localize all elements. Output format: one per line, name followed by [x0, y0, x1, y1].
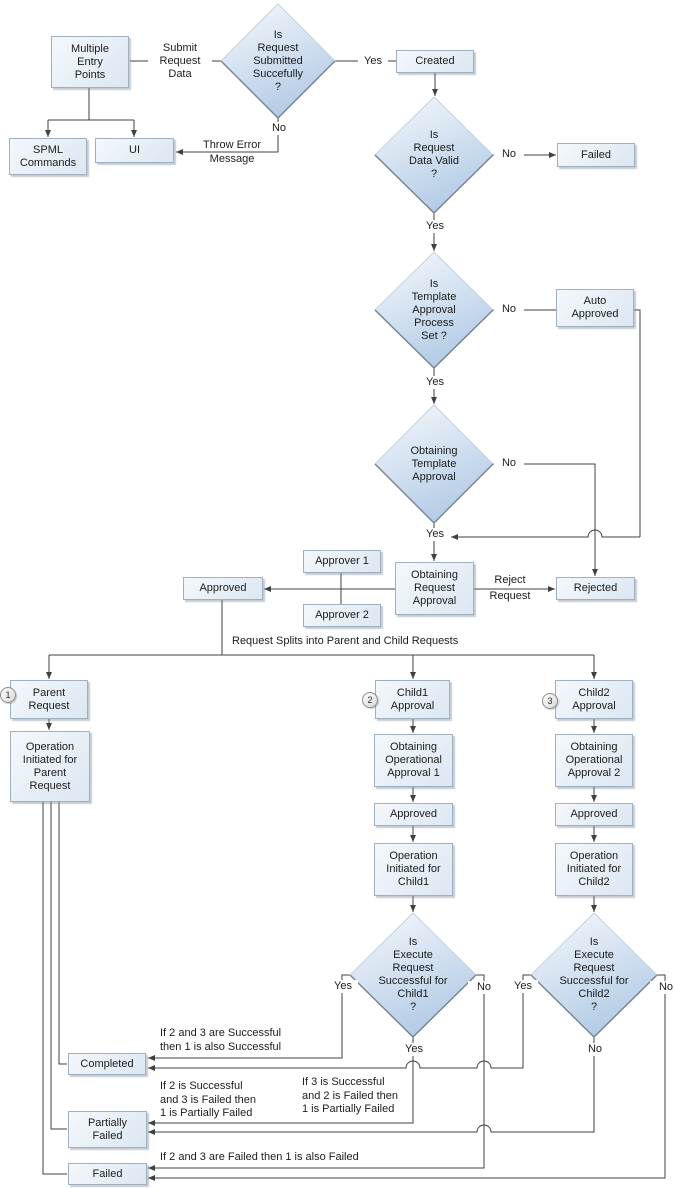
condition-all-success: If 2 and 3 are Successful then 1 is also…	[160, 1027, 284, 1054]
badge-parent: 1	[0, 687, 16, 703]
node-ui: UI	[95, 138, 174, 163]
node-failed-top: Failed	[557, 143, 635, 167]
node-operation-initiated-child1: Operation Initiated for Child1	[374, 843, 453, 896]
label-no-template-approval: No	[494, 457, 524, 470]
decision-execute-child1: Is Execute Request Successful for Child1…	[378, 936, 448, 1013]
node-approved-child2: Approved	[555, 803, 633, 826]
label-yes-child2-left: Yes	[508, 980, 538, 993]
label-yes-template-set: Yes	[420, 376, 450, 389]
condition-c2-success-c3-failed: If 2 is Successful and 3 is Failed then …	[160, 1080, 259, 1121]
label-yes-template-approval: Yes	[420, 528, 450, 541]
node-child2-approval: Child2 Approval	[555, 680, 633, 719]
node-auto-approved: Auto Approved	[556, 289, 634, 327]
node-obtaining-request-approval: Obtaining Request Approval	[395, 562, 474, 615]
label-no-template-set: No	[494, 303, 524, 316]
node-multiple-entry-points: Multiple Entry Points	[51, 36, 129, 88]
node-operation-initiated-child2: Operation Initiated for Child2	[555, 843, 633, 896]
label-yes-child1-bottom: Yes	[399, 1043, 429, 1056]
node-parent-request: Parent Request	[10, 680, 88, 719]
label-request-splits: Request Splits into Parent and Child Req…	[232, 635, 459, 647]
decision-shapes	[220, 3, 658, 1038]
node-completed: Completed	[68, 1053, 146, 1075]
label-yes-submitted: Yes	[358, 55, 388, 68]
label-throw-error-message: Throw Error Message	[202, 139, 262, 165]
label-reject-request: Reject Request	[489, 574, 531, 602]
node-approver-1: Approver 1	[303, 550, 381, 573]
condition-all-failed: If 2 and 3 are Failed then 1 is also Fai…	[160, 1151, 361, 1165]
node-approved: Approved	[183, 577, 263, 600]
label-yes-child1-left: Yes	[328, 980, 358, 993]
label-submit-request-data: Submit Request Data	[148, 42, 212, 81]
label-no-submitted: No	[264, 122, 294, 135]
node-failed-bottom: Failed	[68, 1163, 147, 1185]
decision-template-approval-set: Is Template Approval Process Set ?	[411, 277, 457, 342]
label-yes-data-valid: Yes	[420, 220, 450, 233]
node-approver-2: Approver 2	[303, 604, 381, 627]
label-no-child2-bottom: No	[580, 1043, 610, 1056]
label-no-data-valid: No	[494, 148, 524, 161]
node-child1-approval: Child1 Approval	[375, 680, 450, 719]
label-no-child2-right: No	[650, 981, 675, 994]
decision-obtaining-template-approval: Obtaining Template Approval	[410, 444, 458, 483]
node-approved-child1: Approved	[374, 803, 453, 826]
condition-c3-success-c2-failed: If 3 is Successful and 2 is Failed then …	[302, 1076, 401, 1117]
node-obtaining-operational-approval-1: Obtaining Operational Approval 1	[374, 734, 453, 787]
decision-request-data-valid: Is Request Data Valid ?	[409, 129, 459, 180]
decision-execute-child2: Is Execute Request Successful for Child2…	[559, 936, 629, 1013]
node-operation-initiated-parent: Operation Initiated for Parent Request	[10, 731, 90, 802]
node-created: Created	[396, 50, 474, 73]
node-rejected: Rejected	[556, 577, 635, 600]
node-partially-failed: Partially Failed	[68, 1111, 147, 1148]
badge-child2: 3	[542, 693, 558, 709]
decision-request-submitted: Is Request Submitted Succefully ?	[252, 28, 304, 93]
node-obtaining-operational-approval-2: Obtaining Operational Approval 2	[555, 734, 633, 787]
badge-child1: 2	[362, 692, 378, 708]
connectors	[42, 60, 666, 1181]
node-spml-commands: SPML Commands	[9, 138, 87, 175]
label-no-child1-right: No	[468, 981, 500, 994]
